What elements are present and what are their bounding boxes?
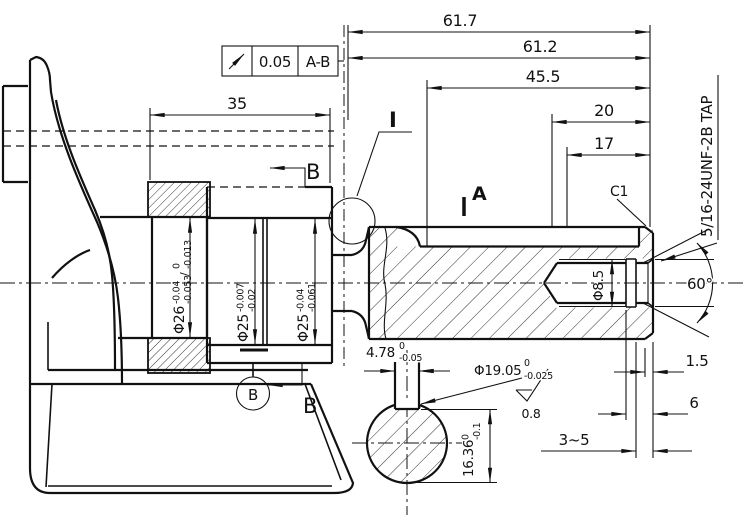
dimension-lines [149, 25, 714, 484]
dim-45-5-label: 45.5 [526, 67, 560, 86]
svg-text:-0.1: -0.1 [472, 422, 483, 440]
dim-61-2-label: 61.2 [523, 37, 557, 56]
dim-dia25a-label: Φ25 -0.007 -0.02 [236, 283, 259, 342]
section-b-top-leader [269, 165, 306, 187]
ring-section-hatch [147, 181, 211, 374]
svg-text:-0.02: -0.02 [247, 289, 258, 312]
dim-1-5-label: 1.5 [686, 352, 709, 370]
section-b-top-label: B [306, 160, 320, 184]
dim-dia8-5-label: Φ8.5 [591, 270, 607, 301]
datum-b-circle [235, 376, 271, 411]
svg-text:-0.007: -0.007 [236, 283, 247, 312]
chamfer-c1-leader [616, 198, 647, 227]
journal-and-collar [150, 185, 371, 377]
dim-4-78-sub: -0.05 [399, 353, 422, 364]
annotations: 61.7 61.2 45.5 20 17 35 0.05 A-B Φ26 -0.… [172, 10, 717, 478]
dim-4-78-label: 4.78 [366, 345, 395, 361]
svg-text:-0.013: -0.013 [183, 240, 194, 269]
dim-19-05-sub: -0.025 [524, 371, 553, 382]
svg-text:/: / [178, 272, 191, 276]
roughness-value-label: 0.8 [522, 406, 541, 421]
dim-3-5-label: 3~5 [559, 431, 590, 449]
svg-text:16.36: 16.36 [461, 440, 477, 477]
svg-text:Φ25: Φ25 [296, 314, 312, 342]
svg-text:-0.053: -0.053 [183, 275, 194, 304]
svg-text:Φ8.5: Φ8.5 [591, 270, 607, 301]
thread-note-label: 5/16-24UNF-2B TAP [698, 96, 716, 237]
dim-16-36-label: 16.36 0 -0.1 [461, 422, 484, 477]
dim-dia26-label: Φ26 -0.04 -0.053 / 0 -0.013 [172, 240, 195, 334]
dim-dia25b-label: Φ25 -0.04 -0.061 [296, 283, 319, 342]
dim-60deg-arc [696, 242, 714, 324]
svg-text:-0.04: -0.04 [296, 289, 307, 312]
leaders-and-marks [221, 45, 719, 411]
dim-61-7-label: 61.7 [443, 11, 477, 30]
thread-note-leader [660, 242, 718, 262]
svg-text:-0.04: -0.04 [172, 281, 183, 304]
dim-17-label: 17 [594, 134, 614, 153]
dim-20-label: 20 [594, 101, 614, 120]
svg-text:Φ25: Φ25 [236, 314, 252, 342]
fcf-tolerance-label: 0.05 [259, 53, 291, 71]
dim-6-label: 6 [689, 394, 698, 412]
roughness-symbol-icon [515, 368, 549, 402]
crank-web-outline [1, 55, 355, 495]
chamfer-c1-label: C1 [610, 184, 628, 200]
dia19-05-leader [420, 377, 523, 405]
detail-i-leader [356, 131, 412, 197]
svg-text:5/16-24UNF-2B TAP: 5/16-24UNF-2B TAP [698, 96, 716, 237]
dim-19-05-sup: 0 [524, 358, 530, 369]
svg-text:Φ26: Φ26 [172, 306, 188, 334]
dim-19-05-label: Φ19.05 [474, 363, 521, 379]
svg-text:0: 0 [172, 263, 183, 269]
dim-4-78-sup: 0 [399, 341, 405, 352]
section-b-bottom-leader [267, 363, 303, 388]
dim-35-label: 35 [227, 94, 247, 113]
section-b-bottom-label: B [303, 394, 317, 418]
svg-text:-0.061: -0.061 [307, 283, 318, 312]
fcf-datum-label: A-B [306, 53, 330, 71]
detail-i-circle [328, 197, 376, 245]
dim-60deg-label: 60° [687, 275, 713, 293]
detail-i-label: I [389, 108, 397, 132]
svg-text:0: 0 [461, 434, 472, 440]
datum-b-label: B [248, 386, 258, 404]
feature-control-frame [221, 45, 344, 77]
keyway-slot-gap [396, 399, 418, 409]
section-a-label: A [472, 183, 487, 205]
circular-runout-icon [228, 53, 245, 70]
